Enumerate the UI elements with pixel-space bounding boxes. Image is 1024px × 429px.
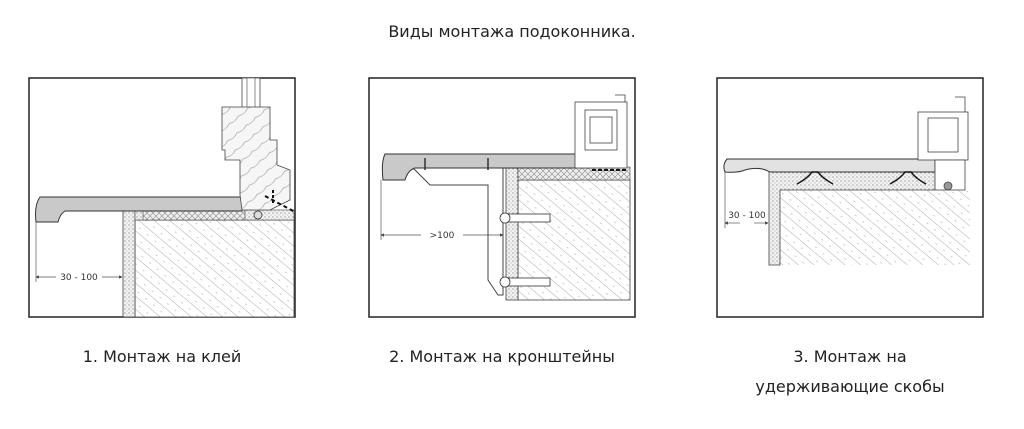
wooden-window-frame	[221, 77, 296, 220]
caption-bracket-mount: 2. Монтаж на кронштейны	[389, 347, 615, 366]
plaster-layer	[122, 209, 136, 318]
windowsill-board	[381, 153, 593, 181]
panel-glue-mount: 30 - 100	[28, 77, 296, 318]
pvc-window-profile	[574, 94, 628, 171]
bracket	[412, 167, 504, 296]
caption-clip-mount-line1: 3. Монтаж на	[793, 347, 907, 366]
pvc-window-profile	[917, 96, 969, 191]
dimension-label: 30 - 100	[60, 273, 98, 283]
panel-clip-mount: 30 - 100	[716, 77, 984, 318]
dimension-label: 30 - 100	[728, 211, 766, 221]
retaining-clip	[796, 171, 834, 185]
panel-bracket-mount: >100	[368, 77, 636, 318]
dimension-label: >100	[430, 231, 455, 241]
caption-clip-mount-line2: удерживающие скобы	[755, 377, 945, 396]
retaining-clip	[889, 171, 927, 185]
caption-glue-mount: 1. Монтаж на клей	[82, 347, 242, 366]
masonry-wall	[134, 219, 295, 318]
dowel	[499, 212, 551, 288]
masonry-wall	[780, 190, 970, 265]
page-title: Виды монтажа подоконника.	[388, 22, 636, 41]
windowsill-board	[35, 196, 243, 223]
windowsill-board	[723, 158, 936, 173]
